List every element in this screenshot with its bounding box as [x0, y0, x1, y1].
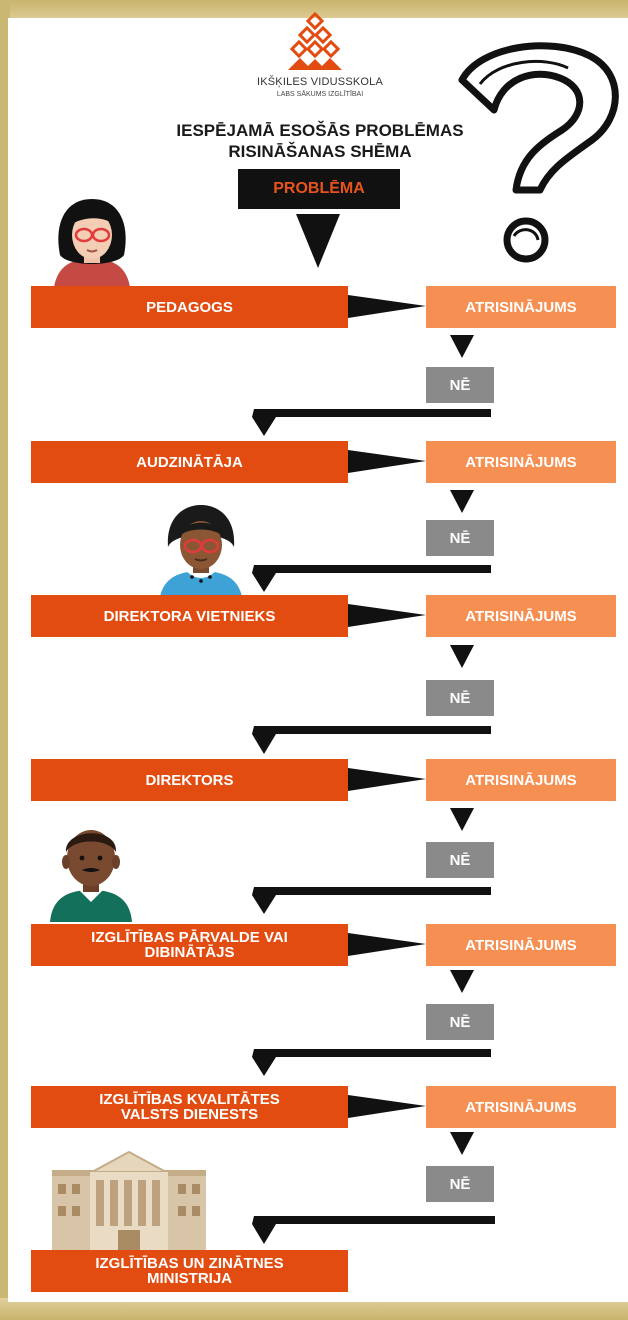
return-arrow-3 [252, 726, 491, 754]
arrow-down-3 [450, 645, 474, 668]
role-label: DIREKTORA VIETNIEKS [103, 607, 276, 625]
role-label: IZGLĪTĪBAS UN ZINĀTNES [95, 1255, 284, 1272]
no-box: NĒ [426, 367, 494, 403]
arrow-right-1 [348, 295, 426, 318]
no-box: NĒ [426, 1166, 494, 1202]
role-direktors: DIREKTORS [31, 759, 348, 801]
arrow-down-1 [450, 335, 474, 358]
logo-diamond-icon [288, 12, 342, 70]
school-name: IKŠĶILES VIDUSSKOLA [256, 76, 384, 88]
arrow-right-3 [348, 604, 426, 627]
solution-box: ATRISINĀJUMS [426, 286, 616, 328]
title-line-1: IESPĒJAMĀ ESOŠĀS PROBLĒMAS [176, 121, 464, 140]
arrow-down-2 [450, 490, 474, 513]
problem-box: PROBLĒMA [238, 169, 400, 209]
role-pedagogs: PEDAGOGS [31, 286, 348, 328]
frame-left [0, 0, 10, 1320]
title-line-2: RISINĀŠANAS SHĒMA [228, 142, 412, 161]
role-label-2: MINISTRIJA [146, 1270, 232, 1287]
solution-box: ATRISINĀJUMS [426, 924, 616, 966]
no-box: NĒ [426, 520, 494, 556]
school-tagline: LABS SĀKUMS IZGLĪTĪBAI [276, 91, 364, 98]
ministry-building-icon [52, 1150, 206, 1254]
return-arrow-5 [252, 1049, 491, 1076]
role-label: IZGLĪTĪBAS PĀRVALDE VAI [91, 929, 288, 946]
role-audzinataja: AUDZINĀTĀJA [31, 441, 348, 483]
solution-box: ATRISINĀJUMS [426, 1086, 616, 1128]
solution-box: ATRISINĀJUMS [426, 759, 616, 801]
return-arrow-4 [252, 887, 491, 914]
teacher-woman-icon [54, 199, 130, 287]
role-label: PEDAGOGS [146, 298, 233, 316]
role-direktora-vietnieks: DIREKTORA VIETNIEKS [31, 595, 348, 637]
frame-top [0, 0, 628, 22]
solution-box: ATRISINĀJUMS [426, 595, 616, 637]
arrow-problem-down [296, 214, 340, 268]
frame-bottom [0, 1298, 628, 1320]
arrow-right-5 [348, 933, 426, 956]
page-title: IESPĒJAMĀ ESOŠĀS PROBLĒMAS RISINĀŠANAS S… [110, 120, 530, 162]
arrow-right-4 [348, 768, 426, 791]
role-label: IZGLĪTĪBAS KVALITĀTES [99, 1091, 280, 1108]
arrow-down-5 [450, 970, 474, 993]
no-box: NĒ [426, 842, 494, 878]
role-label: AUDZINĀTĀJA [136, 453, 243, 471]
role-label-2: DIBINĀTĀJS [144, 944, 235, 961]
no-box: NĒ [426, 680, 494, 716]
question-mark-icon [458, 42, 619, 263]
role-label: DIREKTORS [145, 771, 234, 789]
arrow-down-4 [450, 808, 474, 831]
arrow-right-6 [348, 1095, 426, 1118]
solution-box: ATRISINĀJUMS [426, 441, 616, 483]
return-arrow-1 [252, 409, 491, 436]
return-arrow-6 [252, 1216, 495, 1244]
man-official-icon [50, 830, 132, 922]
no-box: NĒ [426, 1004, 494, 1040]
arrow-down-6 [450, 1132, 474, 1155]
arrow-right-2 [348, 450, 426, 473]
teacher-woman-2-icon [160, 505, 242, 597]
role-label-2: VALSTS DIENESTS [120, 1106, 259, 1123]
return-arrow-2 [252, 565, 491, 592]
